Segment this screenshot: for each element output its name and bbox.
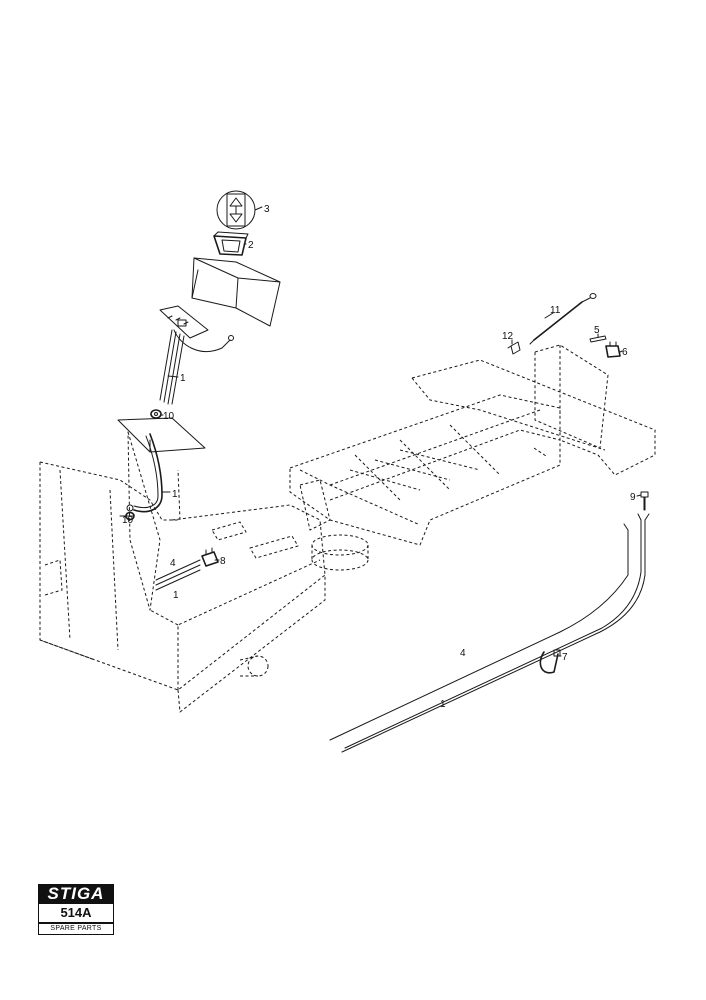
callout-12: 12 [502,331,514,342]
wire-harness-upper [159,329,185,405]
cable-clamp-part [539,649,561,674]
bolt-part [640,491,649,511]
callout-1-body: 1 [173,590,179,601]
callout-4-cable: 4 [460,648,466,659]
callout-9: 9 [630,492,636,503]
callout-7: 7 [562,652,568,663]
switch-housing-part [213,231,249,256]
logo-subtitle: SPARE PARTS [38,923,114,935]
stiga-logo: STIGA 514A SPARE PARTS [38,884,114,935]
long-cable-4 [329,523,629,741]
callout-1-cable: 1 [440,699,446,710]
fuse-5-part [589,335,607,343]
callout-11: 11 [550,305,561,316]
callout-4-body: 4 [170,558,176,569]
long-cable-1 [341,513,650,753]
callout-6: 6 [622,347,628,358]
console-cover-part [191,257,281,327]
connector-part-8 [201,547,219,567]
holder-6-part [605,341,621,358]
callout-2: 2 [248,240,254,251]
logo-brand: STIGA [38,884,114,904]
instrument-panel-part [159,305,234,352]
rear-frame-outline [289,344,656,546]
bulb-12-part [507,341,521,355]
callout-labels: 3 2 1 10 1 10 4 8 1 11 12 5 6 9 4 7 1 [122,204,636,710]
callout-10-upper: 10 [163,411,175,422]
wire-harness-column [126,433,163,513]
cable-11-part [529,293,597,345]
tractor-body-outline [39,417,369,713]
wire-harness-lower [155,559,201,591]
leader-lines [119,206,642,657]
callout-3: 3 [264,204,270,215]
nut-part-upper [150,409,162,419]
switch-knob-part [216,190,256,230]
callout-1-column: 1 [172,489,178,500]
callout-1-harness: 1 [180,373,186,384]
callout-10-lower: 10 [122,515,134,526]
logo-model: 514A [38,904,114,923]
callout-5: 5 [594,325,600,336]
callout-8: 8 [220,556,226,567]
